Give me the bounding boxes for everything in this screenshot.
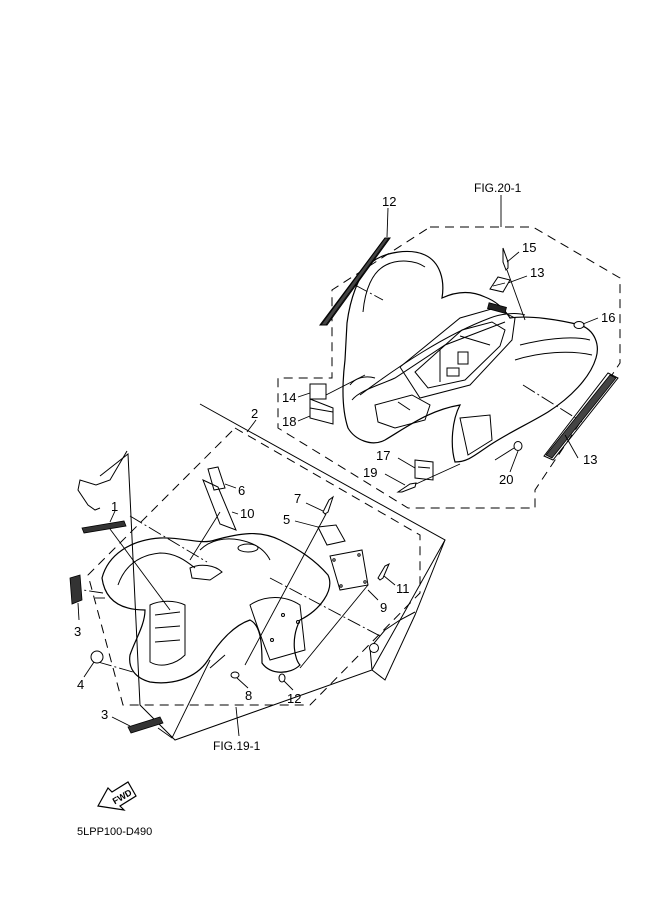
callouts: FIG.20-1 FIG.19-1 12 13 15 13 16 14 18 1… [74,181,615,838]
part-4-cap [90,650,104,664]
part-14-emblem [489,276,511,293]
callout-14: 13 [530,265,544,280]
front-left-flap [77,450,128,511]
callout-2: 2 [251,406,258,421]
part-6-label [207,466,226,491]
fwd-direction-arrow: FWD [97,781,137,811]
callout-8: 8 [245,688,252,703]
rear-fender-group [277,226,621,509]
part-18-plate [414,459,434,481]
callout-16: 15 [522,240,536,255]
callout-13-right: 13 [583,452,597,467]
fig-19-1-label: FIG.19-1 [213,739,261,753]
front-fender-group [69,403,446,741]
part-7-rivet [244,495,334,666]
part-15-label [309,383,327,400]
part-11-rivet [377,562,390,581]
part-3-graphic-left [69,574,83,605]
part-13-rear-right-graphic [543,372,619,461]
part-2-assembly-outline [99,403,446,741]
callout-5: 5 [283,512,290,527]
rear-fender-body [342,250,598,463]
callout-7: 7 [294,491,301,506]
front-fender-body [82,515,381,684]
part-17-nut [573,321,585,329]
part-20-rivet [396,463,461,493]
front-right-side-panel [369,539,446,681]
part-10-label [202,479,237,531]
part-1-emblem [81,520,127,534]
callout-1: 1 [111,499,118,514]
callout-15: 14 [282,390,296,405]
part-21-nut [513,441,523,451]
callout-11: 11 [396,581,410,596]
part-5-plate [317,524,346,546]
part-3-graphic-lower [127,716,164,734]
callout-13-top: 12 [382,194,396,209]
callout-3-left: 3 [74,624,81,639]
drawing-code: 5LPP100-D490 [77,826,152,838]
callout-4: 4 [77,677,84,692]
part-9-plate [299,549,369,669]
part-16-rivet [502,247,526,321]
callout-20: 19 [363,465,377,480]
part-12-nut [278,673,286,683]
callout-18: 17 [376,448,390,463]
part-19-label [309,398,334,425]
callout-6: 6 [238,483,245,498]
callout-17: 16 [601,310,615,325]
callout-12: 12 [287,691,301,706]
callout-21: 20 [499,472,513,487]
callout-9: 9 [380,600,387,615]
part-13-rear-left-graphic [319,237,391,326]
part-8-nut [230,671,240,679]
front-group-boundary [87,427,421,706]
callout-19: 18 [282,414,296,429]
callout-3-lower: 3 [101,707,108,722]
callout-10: 10 [240,506,254,521]
rear-group-boundary [277,226,621,509]
fig-20-1-label: FIG.20-1 [474,181,522,195]
side-panel-grommet [369,643,379,653]
